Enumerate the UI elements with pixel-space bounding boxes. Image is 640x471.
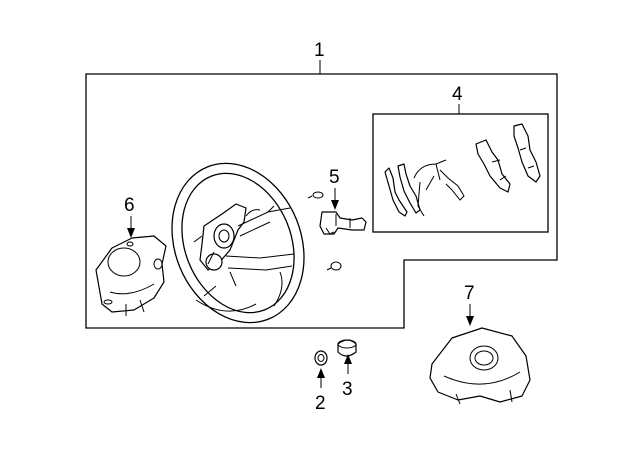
callout-6-arrowhead [127,228,135,238]
callout-6-label: 6 [124,195,135,216]
callout-3-label: 3 [342,379,353,400]
steering-wheel [171,162,305,324]
callout-3-arrowhead [344,354,352,364]
callout-5-arrowhead [331,200,339,210]
callout-2-arrowhead [317,368,325,378]
part-4-box [372,113,549,233]
part-3-cap [337,339,357,357]
assembly-outline [85,73,558,329]
callout-5-label: 5 [329,167,340,188]
callout-1-label: 1 [314,40,325,61]
callout-4-label: 4 [452,84,463,105]
callout-2-label: 2 [315,393,326,414]
part-7-airbag [429,327,531,405]
callout-7-arrowhead [466,316,474,326]
part-4-brackets [384,123,541,217]
part-2-nut [314,350,328,366]
part-6-rear-cover [95,235,167,316]
part-5-switch [307,191,367,271]
callout-7-label: 7 [464,283,475,304]
